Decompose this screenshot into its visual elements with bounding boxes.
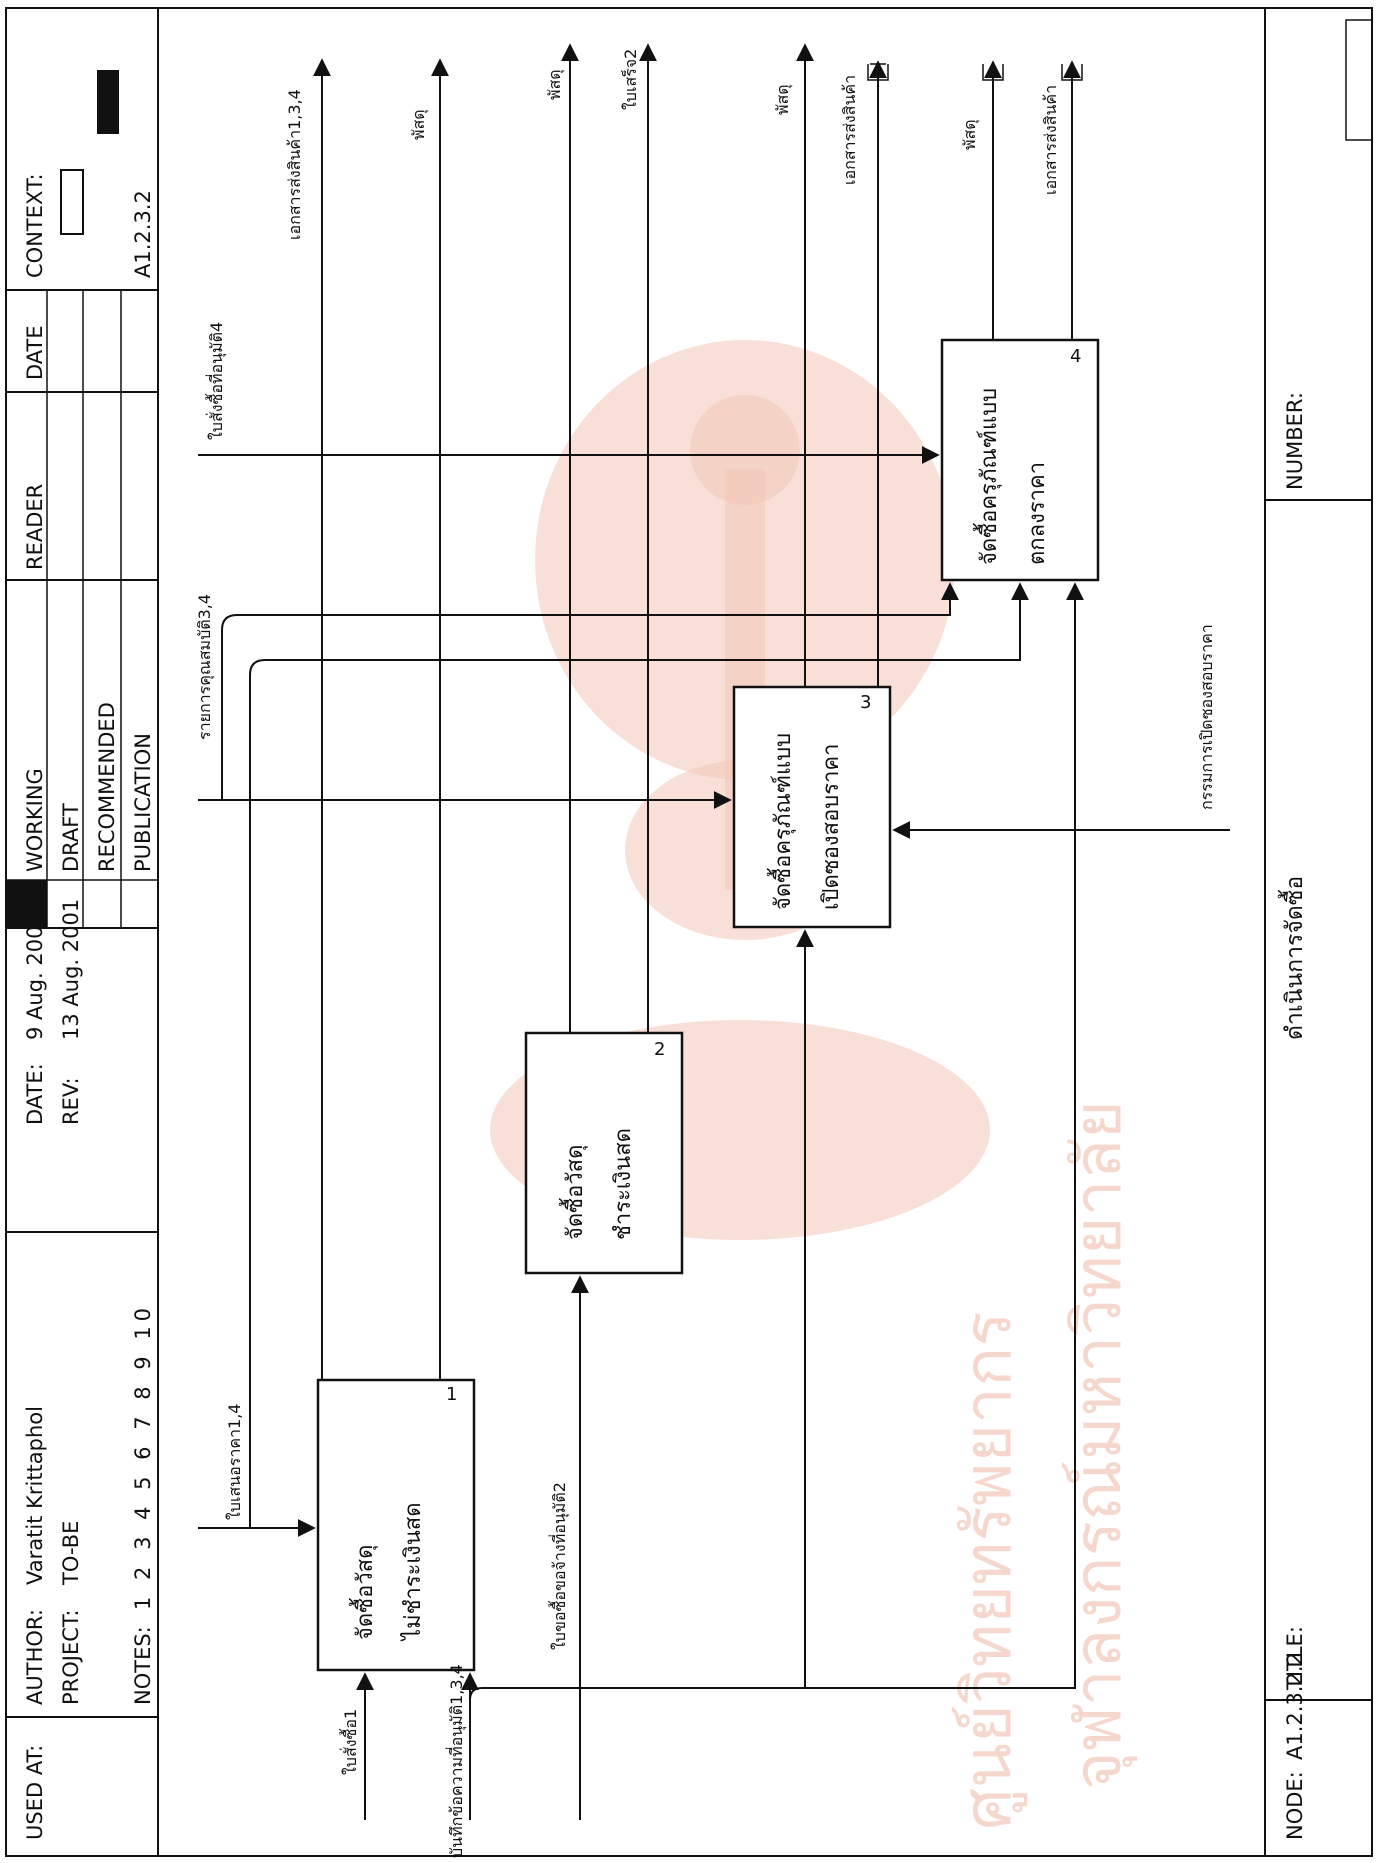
box-4-number: 4 bbox=[1070, 346, 1081, 367]
arrow-quotation-box4 bbox=[249, 582, 1029, 1528]
node-value: A1.2.3.2.2 bbox=[1283, 1652, 1307, 1760]
context-box-empty bbox=[60, 169, 84, 235]
diagram-title: ดำเนินการจัดซื้อ bbox=[1278, 876, 1308, 1040]
context-label: CONTEXT: bbox=[23, 173, 47, 278]
arrow-docs-c-label: เอกสารส่งสินค้า bbox=[840, 75, 859, 185]
arrow-supplies-c-label: พัสดุ bbox=[773, 84, 793, 115]
arrow-receipt2-label: ใบเสร็จ2 bbox=[620, 49, 640, 110]
reader-label: READER bbox=[23, 484, 47, 570]
activity-box-3: 3 จัดซื้อครุภัณฑ์แบบ เปิดซองสอบราคา bbox=[732, 685, 892, 929]
footer-corner-box bbox=[1345, 19, 1373, 141]
box-4-line-2: ตกลงราคา bbox=[1025, 462, 1050, 565]
working-status-marker bbox=[6, 880, 47, 928]
status-recommended: RECOMMENDED bbox=[95, 702, 119, 872]
rev-value: 13 Aug. 2001 bbox=[59, 899, 83, 1040]
arrow-qualified-items-label: รายการคุณสมบัติ3,4 bbox=[195, 594, 215, 740]
watermark-line-2: จุฬาลงกรณ์มหาวิทยาลัย bbox=[1059, 1100, 1138, 1790]
author-label: AUTHOR: bbox=[23, 1609, 47, 1705]
notes-label: NOTES: bbox=[131, 1626, 155, 1705]
box-1-line-1: จัดซื้อวัสดุ bbox=[349, 1545, 378, 1640]
tunnel-bracket-d1 bbox=[982, 64, 1004, 81]
activity-box-4: 4 จัดซื้อครุภัณฑ์แบบ ตกลงราคา bbox=[940, 338, 1100, 582]
date-value: 9 Aug. 2001 bbox=[23, 912, 47, 1040]
tunnel-bracket-c bbox=[867, 63, 889, 81]
notes-numbers: 1 2 3 4 5 6 7 8 9 10 bbox=[131, 1303, 155, 1610]
project-label: PROJECT: bbox=[59, 1609, 83, 1705]
used-at-label: USED AT: bbox=[23, 1745, 47, 1840]
project-value: TO-BE bbox=[59, 1521, 83, 1586]
status-draft: DRAFT bbox=[59, 803, 83, 872]
activity-box-1: 1 จัดซื้อวัสดุ ไม่ชำระเงินสด bbox=[316, 1378, 476, 1672]
author-value: Varatit Krittaphol bbox=[23, 1406, 47, 1585]
title-label: TITLE: bbox=[1283, 1626, 1307, 1691]
box-1-number: 1 bbox=[446, 1384, 457, 1405]
box-1-line-2: ไม่ชำระเงินสด bbox=[400, 1503, 426, 1643]
arrow-approval-memo-box4 bbox=[469, 582, 1084, 1701]
box-3-number: 3 bbox=[860, 692, 871, 713]
arrow-request2-label: ใบขอซื้อขอจ้างที่อนุมัติ2 bbox=[548, 1482, 570, 1650]
arrow-qualified-items-box4 bbox=[221, 582, 959, 800]
context-node: A1.2.3.2 bbox=[131, 190, 155, 278]
arrow-supplies-a-label: พัสดุ bbox=[409, 109, 429, 140]
header-block: USED AT: AUTHOR: Varatit Krittaphol PROJ… bbox=[6, 70, 158, 1840]
footer-block: NODE: A1.2.3.2.2 TITLE: ดำเนินการจัดซื้อ… bbox=[1265, 19, 1373, 1840]
box-3-line-2: เปิดซองสอบราคา bbox=[819, 743, 844, 910]
arrow-committee-label: กรรมการเปิดซองสอบราคา bbox=[1197, 624, 1216, 810]
arrow-docs-d-label: เอกสารส่งสินค้า bbox=[1041, 85, 1060, 195]
box-3-line-1: จัดซื้อครุภัณฑ์แบบ bbox=[767, 733, 796, 910]
number-label: NUMBER: bbox=[1283, 392, 1307, 490]
rev-label: REV: bbox=[59, 1077, 83, 1125]
arrow-quotation-label: ใบเสนอราคา1,4 bbox=[225, 1404, 244, 1520]
date-column-label: DATE bbox=[23, 325, 47, 380]
context-box-filled bbox=[97, 70, 119, 134]
arrow-po1-label: ใบสั่งซื้อ1 bbox=[339, 1709, 360, 1775]
arrow-supplies-b-label: พัสดุ bbox=[545, 69, 565, 100]
page-border bbox=[5, 7, 1373, 1857]
arrow-docs134-label: เอกสารส่งสินค้า1,3,4 bbox=[285, 89, 304, 240]
box-2-line-2: ชำระเงินสด bbox=[611, 1128, 636, 1240]
node-label: NODE: bbox=[1283, 1771, 1307, 1840]
arrow-supplies-d-label: พัสดุ bbox=[960, 119, 980, 150]
status-working: WORKING bbox=[23, 768, 47, 872]
watermark-line-1: ศูนย์วิทยทรัพยากร bbox=[949, 1311, 1028, 1830]
activity-box-2: 2 จัดซื้อวัสดุ ชำระเงินสด bbox=[524, 1031, 684, 1275]
box-2-line-1: จัดซื้อวัสดุ bbox=[559, 1145, 588, 1240]
arrow-po-approved4-label: ใบสั่งซื้อที่อนุมัติ4 bbox=[205, 322, 227, 440]
box-4-line-1: จัดซื้อครุภัณฑ์แบบ bbox=[973, 388, 1002, 565]
arrow-approval-memo-label: บันทึกข้อความที่อนุมัติ1,3,4 bbox=[445, 1664, 467, 1858]
status-publication: PUBLICATION bbox=[131, 733, 155, 872]
box-2-number: 2 bbox=[654, 1039, 665, 1060]
date-label: DATE: bbox=[23, 1063, 47, 1125]
tunnel-bracket-d2 bbox=[1061, 64, 1083, 81]
